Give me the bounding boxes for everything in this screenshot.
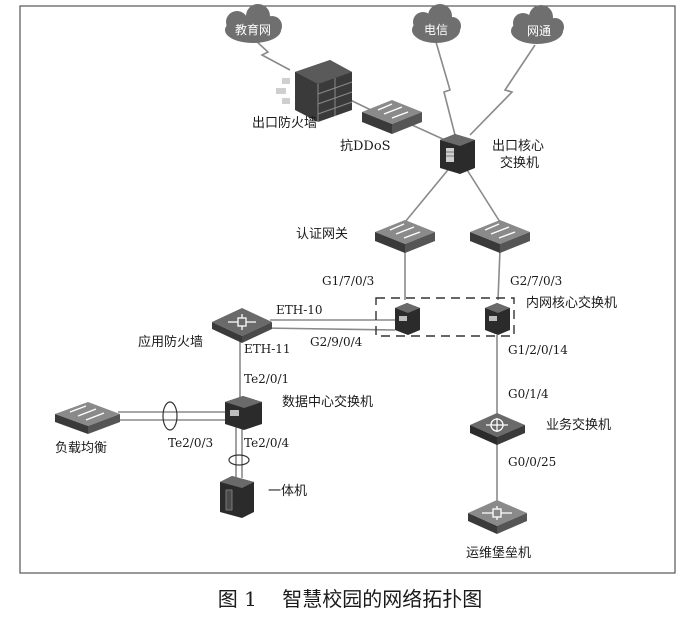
- port-eth10: ETH-10: [276, 303, 323, 317]
- label-intranet-core: 内网核心交换机: [526, 295, 617, 311]
- cloud-telecom: 电信: [412, 4, 461, 43]
- cloud-education: 教育网: [225, 4, 282, 43]
- label-dc-switch: 数据中心交换机: [282, 394, 373, 410]
- label-anti-ddos: 抗DDoS: [340, 139, 391, 154]
- cloud-label-unicom: 网通: [527, 24, 551, 38]
- load-balancer-icon: [55, 402, 120, 434]
- bastion-host-icon: [468, 500, 527, 534]
- link-unicom-core: [469, 44, 536, 136]
- port-te2-0-4: Te2/0/4: [244, 436, 290, 450]
- app-firewall-icon: [212, 308, 272, 343]
- link-core-right: [463, 164, 501, 223]
- figure-frame: [19, 5, 676, 574]
- port-te2-0-1: Te2/0/1: [244, 372, 289, 386]
- anti-ddos-switch-icon: [362, 100, 422, 134]
- label-app-firewall: 应用防火墙: [138, 334, 203, 350]
- label-egress-firewall: 出口防火墙: [252, 115, 317, 131]
- port-eth11: ETH-11: [244, 342, 291, 356]
- lag-ellipse-lb: [162, 401, 178, 431]
- link-right-inright: [497, 249, 501, 301]
- figure-caption: 图 1 智慧校园的网络拓扑图: [218, 587, 483, 611]
- link-telecom-core: [435, 41, 456, 136]
- lag-ellipse-aio: [228, 454, 250, 466]
- datacenter-switch-icon: [225, 396, 262, 430]
- egress-router-right-icon: [470, 220, 530, 253]
- port-g1-2-0-14: G1/2/0/14: [508, 343, 568, 357]
- port-g0-1-4: G0/1/4: [508, 387, 549, 401]
- port-g1-7-0-3: G1/7/0/3: [322, 274, 374, 288]
- label-auth-gateway: 认证网关: [296, 227, 348, 242]
- port-g2-9-0-4: G2/9/0/4: [310, 335, 363, 349]
- cloud-label-education: 教育网: [235, 22, 271, 37]
- label-all-in-one: 一体机: [268, 484, 307, 499]
- label-egress-core-1: 出口核心: [492, 139, 544, 154]
- link-core-auth: [404, 164, 453, 223]
- link-appfw-inleft-2: [261, 327, 396, 331]
- all-in-one-server-icon: [220, 476, 254, 518]
- link-edu-firewall: [254, 39, 291, 71]
- port-g0-0-25: G0/0/25: [508, 455, 556, 469]
- label-load-balancer: 负载均衡: [55, 441, 107, 456]
- link-ddos-core: [411, 124, 446, 141]
- label-bastion: 运维堡垒机: [466, 545, 531, 561]
- intranet-core-group-box: [375, 297, 515, 337]
- cloud-unicom: 网通: [511, 5, 564, 44]
- label-egress-core-2: 交换机: [500, 155, 539, 171]
- auth-gateway-switch-icon: [375, 220, 435, 253]
- port-g2-7-0-3: G2/7/0/3: [510, 274, 562, 288]
- port-te2-0-3: Te2/0/3: [168, 436, 213, 450]
- cloud-label-telecom: 电信: [424, 23, 448, 37]
- firewall-icon: [276, 60, 353, 122]
- intranet-core-switch-right-icon: [485, 303, 510, 335]
- intranet-core-switch-left-icon: [395, 303, 420, 335]
- egress-core-switch-icon: [440, 134, 475, 174]
- business-switch-icon: [470, 413, 525, 445]
- label-business-switch: 业务交换机: [546, 417, 611, 433]
